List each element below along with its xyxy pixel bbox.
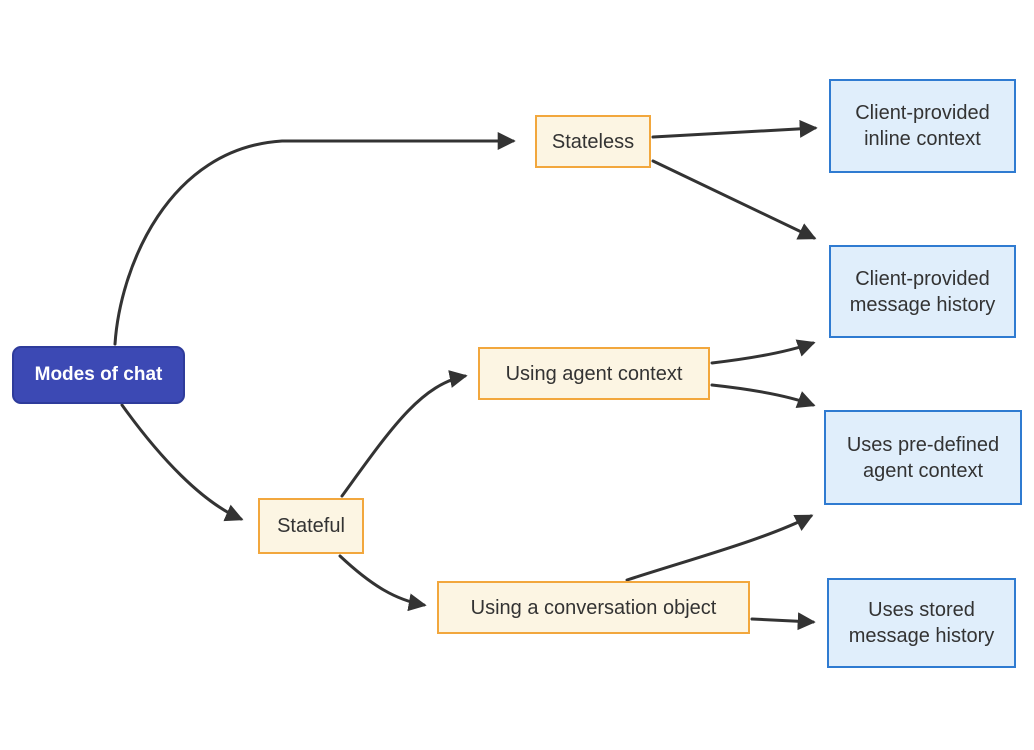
node-client-provided-message-history-label: Client-provided message history xyxy=(849,267,996,316)
node-uses-stored-message-history-label: Uses stored message history xyxy=(848,599,995,647)
edge-conversation-object-to-predefined-context xyxy=(625,514,814,582)
node-using-a-conversation-object: Using a conversation object xyxy=(437,581,750,634)
node-using-a-conversation-object-label: Using a conversation object xyxy=(470,596,717,619)
node-stateless-label: Stateless xyxy=(551,130,635,153)
node-modes-of-chat: Modes of chat xyxy=(12,346,185,404)
edge-stateless-to-inline-context xyxy=(651,119,818,139)
node-stateful-label: Stateful xyxy=(277,515,345,537)
node-uses-pre-defined-agent-context-label: Uses pre-defined agent context xyxy=(846,433,1000,482)
edge-stateful-to-agent-context xyxy=(340,370,468,498)
node-using-agent-context-label: Using agent context xyxy=(505,362,683,385)
edge-agent-context-to-predefined-context xyxy=(710,383,816,408)
node-stateless: Stateless xyxy=(535,115,651,168)
node-uses-stored-message-history: Uses stored message history xyxy=(827,578,1016,668)
node-client-provided-inline-context-label: Client-provided inline context xyxy=(855,102,990,150)
node-client-provided-inline-context: Client-provided inline context xyxy=(829,79,1016,173)
edge-conversation-object-to-stored-history xyxy=(750,612,816,631)
edge-stateful-to-conversation-object xyxy=(338,554,427,612)
edge-stateless-to-message-history xyxy=(651,159,817,240)
edge-modes-to-stateless xyxy=(113,132,516,346)
node-client-provided-message-history: Client-provided message history xyxy=(829,245,1016,338)
node-using-agent-context: Using agent context xyxy=(478,347,710,400)
node-modes-of-chat-label: Modes of chat xyxy=(34,364,163,385)
edge-modes-to-stateful xyxy=(120,403,244,522)
node-uses-pre-defined-agent-context: Uses pre-defined agent context xyxy=(824,410,1022,505)
node-stateful: Stateful xyxy=(258,498,364,554)
edge-agent-context-to-message-history xyxy=(710,339,816,365)
